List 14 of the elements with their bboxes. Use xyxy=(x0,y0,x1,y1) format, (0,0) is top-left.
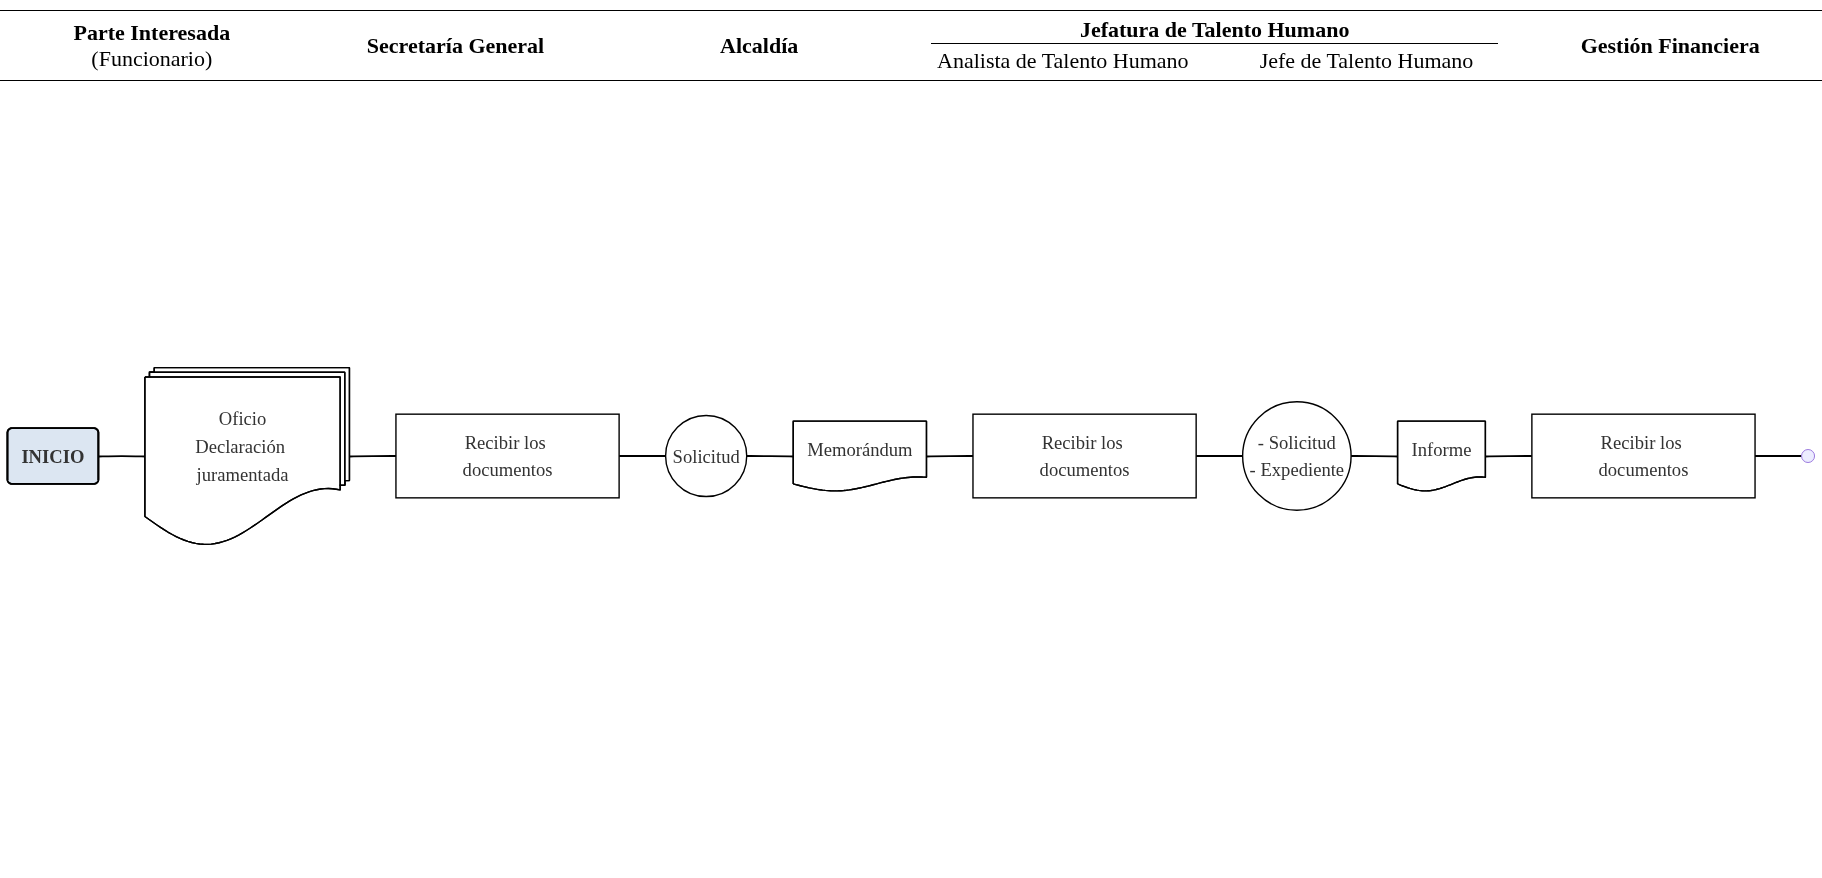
node-circle xyxy=(1801,449,1816,463)
lane-header: Parte Interesada xyxy=(73,19,231,46)
node-box: Recibir los documentos xyxy=(1531,413,1756,499)
lane-header: Alcaldía xyxy=(720,32,799,59)
lane-header: Gestión Financiera xyxy=(1580,32,1760,59)
node-box: Recibir los documentos xyxy=(972,413,1197,499)
node-circle: - Solicitud - Expediente xyxy=(1241,401,1352,511)
lane-header: Secretaría General xyxy=(366,32,545,59)
lane-subheader: (Funcionario) xyxy=(91,45,213,72)
lane-header: Jefatura de Talento Humano xyxy=(1079,17,1350,42)
node-box: Recibir los documentos xyxy=(395,413,620,499)
node-circle: Solicitud xyxy=(664,414,748,498)
lane-subheader: Jefe de Talento Humano xyxy=(1259,48,1474,73)
lane-subheader: Analista de Talento Humano xyxy=(937,48,1189,73)
